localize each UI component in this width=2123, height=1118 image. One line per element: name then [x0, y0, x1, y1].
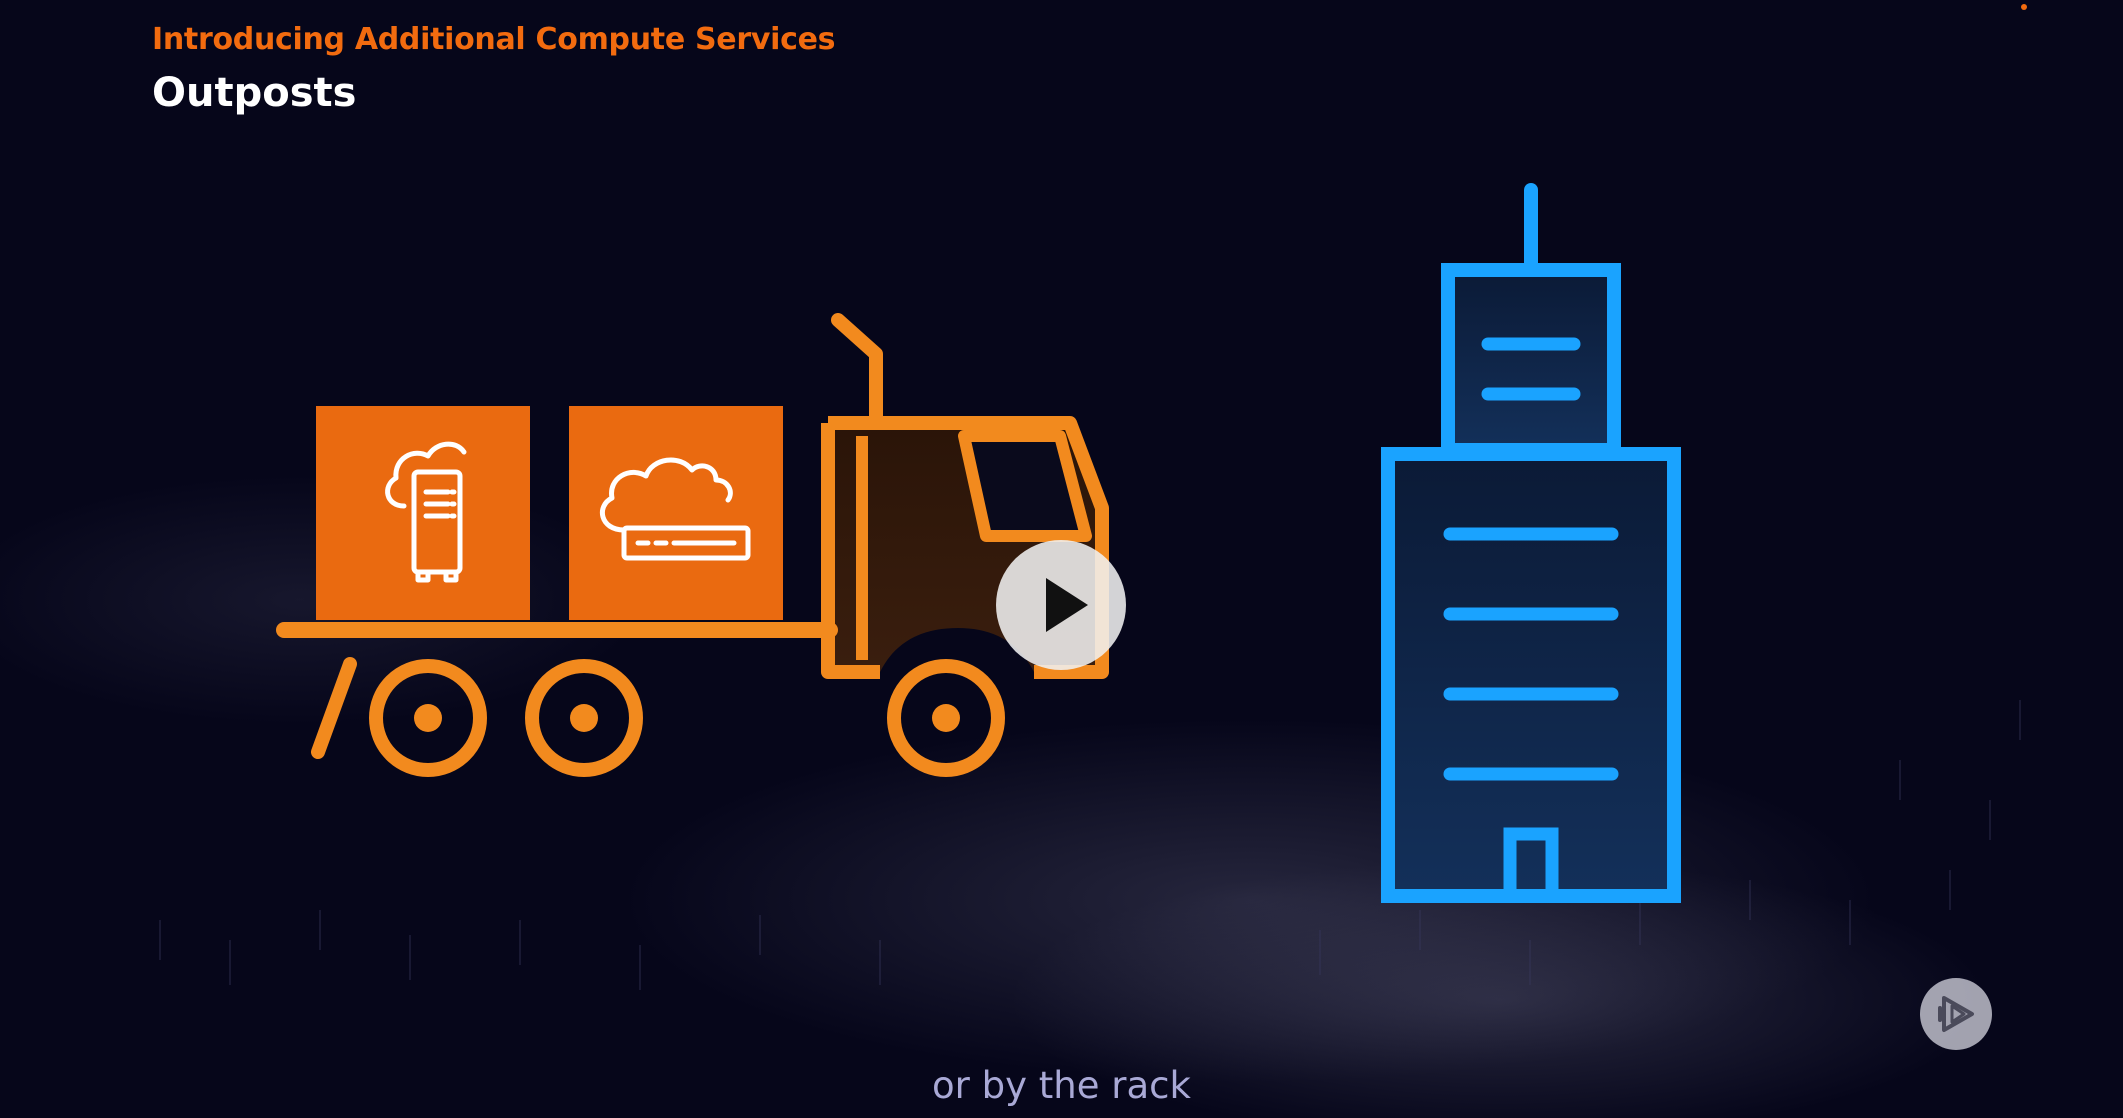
- truck-wheels: [369, 659, 1005, 777]
- pluralsight-logo-button[interactable]: [1920, 978, 1992, 1050]
- play-button[interactable]: [996, 540, 1126, 670]
- cloud-server-rack-icon: [385, 441, 467, 583]
- play-icon: [1046, 578, 1088, 632]
- delivery-truck-icon: [276, 313, 1109, 777]
- pluralsight-play-icon: [1938, 996, 1974, 1032]
- slide-eyebrow: Introducing Additional Compute Services: [152, 22, 836, 57]
- video-caption: or by the rack: [932, 1064, 1191, 1107]
- office-building-icon: [1381, 183, 1681, 903]
- slide-title: Outposts: [152, 70, 357, 116]
- background-rain: [159, 700, 2021, 990]
- cloud-server-unit-icon: [600, 457, 751, 561]
- cargo-box-left: [316, 406, 530, 620]
- progress-indicator-dot: [2021, 4, 2027, 10]
